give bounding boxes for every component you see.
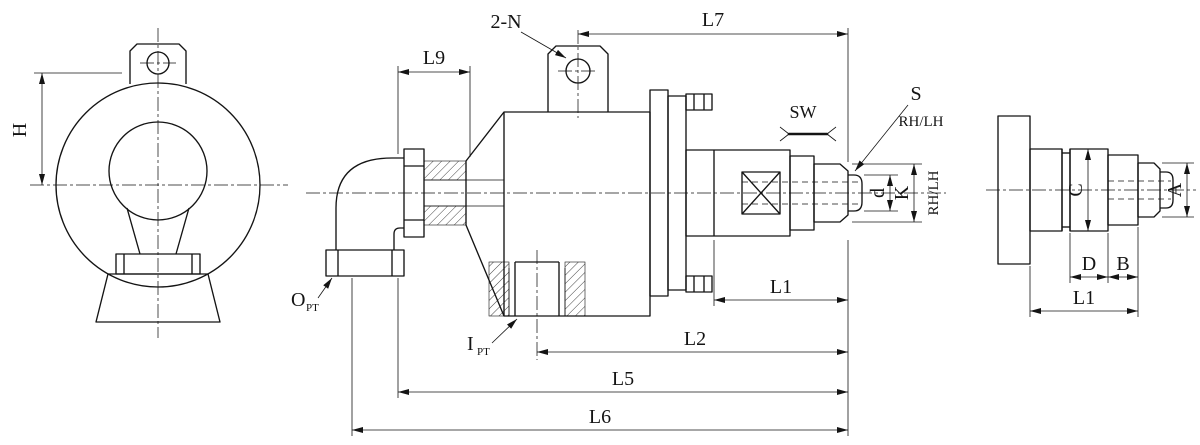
bearing-cross-2 — [741, 171, 781, 215]
rhlh-side-label: RH/LH — [926, 170, 942, 215]
dim-a: A — [1162, 162, 1194, 218]
front-inner-bore — [108, 121, 208, 221]
bolt-bottom — [685, 275, 713, 293]
front-neck-right-edge — [175, 207, 190, 255]
rhlh-top-label: RH/LH — [899, 114, 944, 130]
nipple-section-hatch-bottom — [423, 205, 467, 226]
dim-h-label: H — [9, 123, 31, 137]
inlet-port-thread-label: PT — [477, 346, 490, 358]
port-hatch-right — [564, 261, 586, 317]
section-view: L9 2-N L7 SW S RH/LH d K — [291, 9, 946, 436]
bearing-symbol — [741, 171, 781, 215]
dim-l1-label: L1 — [770, 276, 792, 298]
inlet-port-label: I — [467, 333, 474, 355]
dim-c-label: C — [1065, 183, 1087, 196]
outlet-port-thread-label: PT — [306, 302, 319, 314]
hole-callout-label: 2-N — [490, 11, 521, 33]
elbow-outer-curve — [335, 157, 404, 209]
dim-l5: L5 — [397, 278, 848, 398]
dim-d-label: d — [867, 188, 889, 198]
dim-c: C — [1065, 149, 1091, 231]
dim-a-label: A — [1164, 182, 1186, 197]
dim-h: H — [9, 72, 122, 185]
dim-l1: L1 — [713, 240, 849, 436]
dim-k: K — [852, 163, 922, 223]
hole-callout-leader — [520, 31, 567, 59]
wrench-icon — [779, 126, 837, 142]
dim-l5-label: L5 — [612, 368, 634, 390]
front-base-block — [95, 273, 221, 323]
wrench-jaw-right — [826, 126, 837, 142]
dim-b-label: B — [1116, 253, 1129, 275]
detail-threaded-tip — [1160, 171, 1174, 209]
elbow-fitting — [325, 157, 405, 277]
dim-d: d — [864, 174, 898, 212]
shaft-end-section — [813, 163, 849, 223]
nipple-section-hatch-top — [423, 160, 467, 181]
s-leader — [854, 104, 909, 172]
front-view: H — [9, 28, 288, 338]
dim-l2-label: L2 — [684, 328, 706, 350]
dim-l7-label: L7 — [702, 9, 724, 31]
front-outer-ring — [55, 82, 261, 288]
dim-l2: L2 — [537, 328, 848, 355]
dim-l9: L9 — [397, 47, 471, 157]
elbow-inner-curve — [393, 227, 404, 235]
hole-callout: 2-N — [490, 11, 567, 59]
dim-l6: L6 — [351, 278, 848, 436]
elbow-union-flange — [325, 249, 405, 277]
union-nut — [403, 148, 425, 238]
dim-d-detail-label: D — [1082, 253, 1096, 275]
shaft-threaded-tip — [848, 174, 863, 212]
detail-end-section — [1137, 162, 1161, 218]
front-top-lug — [129, 43, 187, 84]
dim-k-label: K — [891, 185, 913, 200]
inlet-port-callout: I PT — [467, 318, 518, 358]
dim-l7: L7 — [578, 9, 849, 162]
top-lug — [547, 45, 609, 112]
threaded-nipple — [403, 148, 504, 238]
front-neck-left-edge — [126, 207, 141, 255]
inlet-port-leader — [491, 318, 518, 344]
dim-l6-label: L6 — [589, 406, 611, 428]
dim-l1-detail-label: L1 — [1073, 287, 1095, 309]
shaft-detail-view: C A D B L1 — [986, 115, 1196, 317]
s-callout: S RH/LH — [854, 83, 944, 172]
bolt-top — [685, 93, 713, 111]
dim-l9-label: L9 — [423, 47, 445, 69]
rotor-shaft — [685, 149, 863, 237]
wrench-jaw-left — [779, 126, 790, 142]
dim-l1-detail: L1 — [1029, 266, 1138, 317]
dim-b: B — [1108, 227, 1139, 317]
outlet-port-label: O — [291, 289, 305, 311]
bottom-port — [488, 250, 586, 360]
sw-label: SW — [790, 102, 817, 122]
outlet-port-callout: O PT — [291, 277, 333, 314]
port-hatch-left — [488, 261, 510, 317]
outlet-port-leader — [317, 277, 333, 299]
s-label: S — [910, 83, 921, 105]
dim-d-detail: D — [1069, 233, 1109, 283]
